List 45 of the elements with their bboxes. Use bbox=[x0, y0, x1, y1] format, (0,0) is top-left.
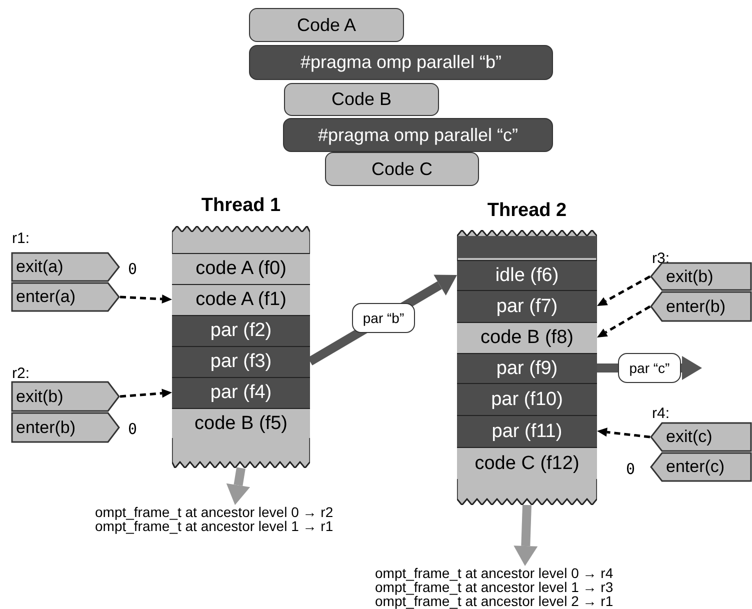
stack-frame: par (f10) bbox=[457, 383, 597, 415]
code-block: Code A bbox=[249, 8, 404, 42]
arrow bbox=[120, 294, 172, 304]
stack-frame: code B (f5) bbox=[172, 408, 310, 438]
stack-frame: code B (f8) bbox=[457, 322, 597, 353]
frame-pointer-tag: exit(c) bbox=[650, 422, 752, 452]
block-arrow bbox=[514, 504, 538, 566]
stack-frame: code C (f12) bbox=[457, 447, 597, 479]
code-block: Code C bbox=[325, 152, 479, 186]
annotation-text: ompt_frame_t at ancestor level 0 → r2 ompt_frame_t at ancestor level 1 → r1 bbox=[95, 505, 375, 541]
frame-pointer-tag: enter(b) bbox=[11, 412, 120, 443]
value-label: 0 bbox=[128, 420, 138, 438]
thread-heading: Thread 1 bbox=[200, 195, 282, 217]
thread-heading: Thread 2 bbox=[486, 200, 568, 222]
stack-frame: code A (f1) bbox=[172, 284, 310, 315]
register-label: r1: bbox=[12, 230, 30, 247]
arrow bbox=[597, 428, 650, 438]
stack-frame: code A (f0) bbox=[172, 253, 310, 284]
register-label: r4: bbox=[652, 405, 670, 422]
value-label: 0 bbox=[626, 460, 636, 478]
stack-frame: par (f11) bbox=[457, 415, 597, 447]
frame-pointer-tag: exit(b) bbox=[650, 262, 752, 291]
frame-pointer-tag: exit(b) bbox=[11, 381, 120, 412]
stack-frame: par (f9) bbox=[457, 353, 597, 383]
arrow bbox=[120, 388, 172, 398]
edge-label: par “b” bbox=[352, 303, 416, 334]
stack-frame: par (f4) bbox=[172, 377, 310, 408]
stack-frame: idle (f6) bbox=[457, 260, 597, 290]
code-block: Code B bbox=[284, 83, 439, 116]
stack-frame: par (f7) bbox=[457, 290, 597, 322]
block-arrow bbox=[226, 467, 250, 505]
value-label: 0 bbox=[128, 260, 138, 278]
frame-pointer-tag: enter(a) bbox=[11, 282, 120, 312]
stack-frame: par (f2) bbox=[172, 315, 310, 346]
arrow bbox=[597, 305, 651, 338]
edge-label: par “c” bbox=[618, 353, 681, 383]
stack-frame: par (f3) bbox=[172, 346, 310, 377]
frame-pointer-tag: enter(b) bbox=[650, 291, 752, 322]
frame-pointer-tag: exit(a) bbox=[11, 252, 120, 282]
code-block: #pragma omp parallel “b” bbox=[249, 45, 553, 80]
code-block: #pragma omp parallel “c” bbox=[283, 118, 553, 152]
frame-pointer-tag: enter(c) bbox=[650, 452, 752, 482]
register-label: r2: bbox=[12, 365, 30, 382]
annotation-text: ompt_frame_t at ancestor level 0 → r4 ompt_frame_t at ancestor level 1 → r3 ompt_frame_t at ancestor level 2 → r1 bbox=[375, 566, 675, 608]
arrow bbox=[597, 275, 651, 306]
